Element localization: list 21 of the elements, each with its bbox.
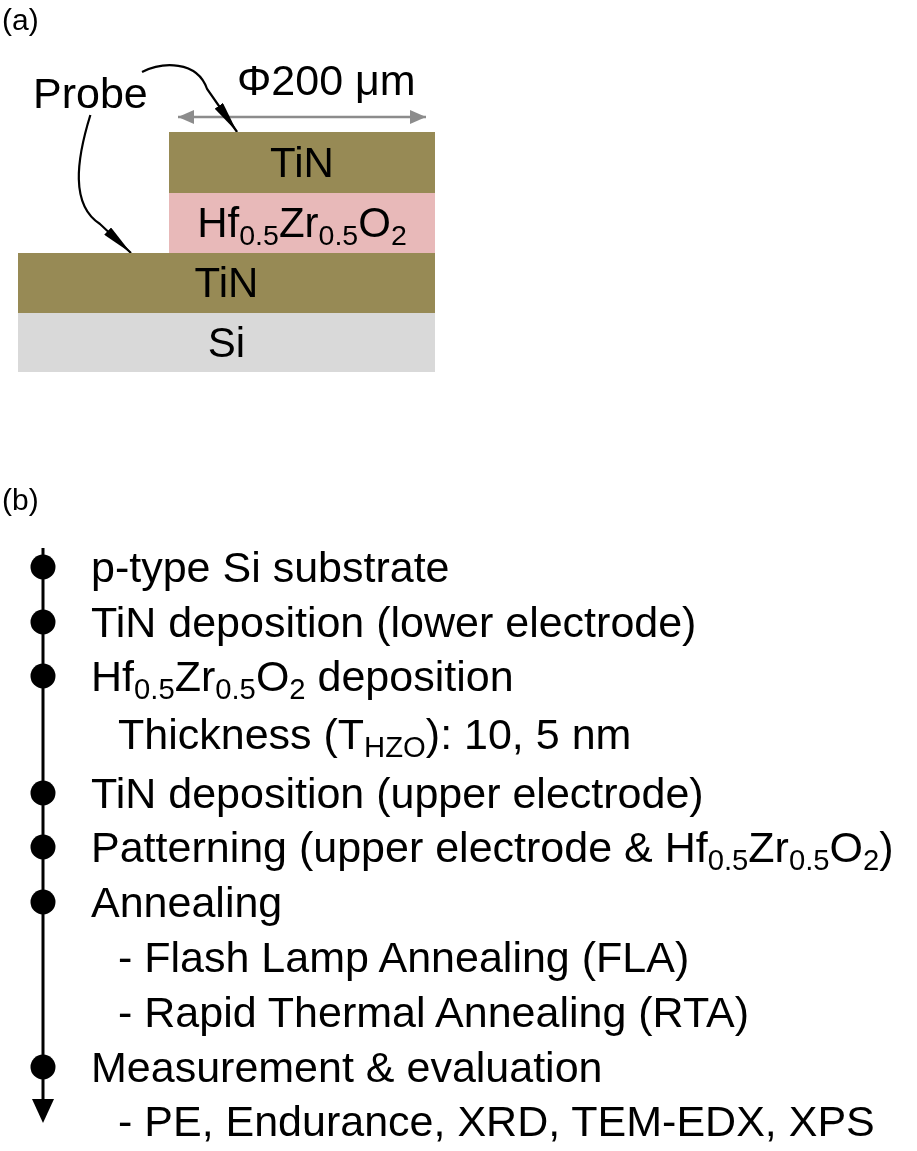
electrode-layer: TiN <box>169 132 435 193</box>
step-detail: - PE, Endurance, XRD, TEM-EDX, XPS <box>118 1100 875 1143</box>
panel-label: (a) <box>2 5 39 35</box>
process-step: Patterning (upper electrode & Hf$_{0.5}$Zr$_{0.5}$O$_{2}$) <box>91 826 894 869</box>
step-detail: Thickness (T$_{HZO}$): 10, 5 nm <box>118 713 632 756</box>
process-step: p-type Si substrate <box>91 546 450 589</box>
leader-line <box>77 114 132 254</box>
process-step: Hf$_{0.5}$Zr$_{0.5}$O$_{2}$ deposition <box>91 655 514 698</box>
step-detail: - Flash Lamp Annealing (FLA) <box>118 936 690 979</box>
oxide-layer: Hf$_{0.5}$Zr$_{0.5}$O$_{2}$ <box>169 193 435 253</box>
panel-label: (b) <box>2 485 39 515</box>
leader-line <box>141 64 238 133</box>
dimension-label: Φ200 μm <box>237 59 416 102</box>
process-step: Annealing <box>91 881 283 924</box>
electrode-layer: TiN <box>18 253 435 313</box>
process-step: TiN deposition (lower electrode) <box>91 601 697 644</box>
step-detail: - Rapid Thermal Annealing (RTA) <box>118 991 749 1034</box>
probe-label: Probe <box>33 72 148 115</box>
process-step: Measurement & evaluation <box>91 1046 603 1089</box>
process-step: TiN deposition (upper electrode) <box>91 772 704 815</box>
substrate-layer: Si <box>18 313 435 372</box>
